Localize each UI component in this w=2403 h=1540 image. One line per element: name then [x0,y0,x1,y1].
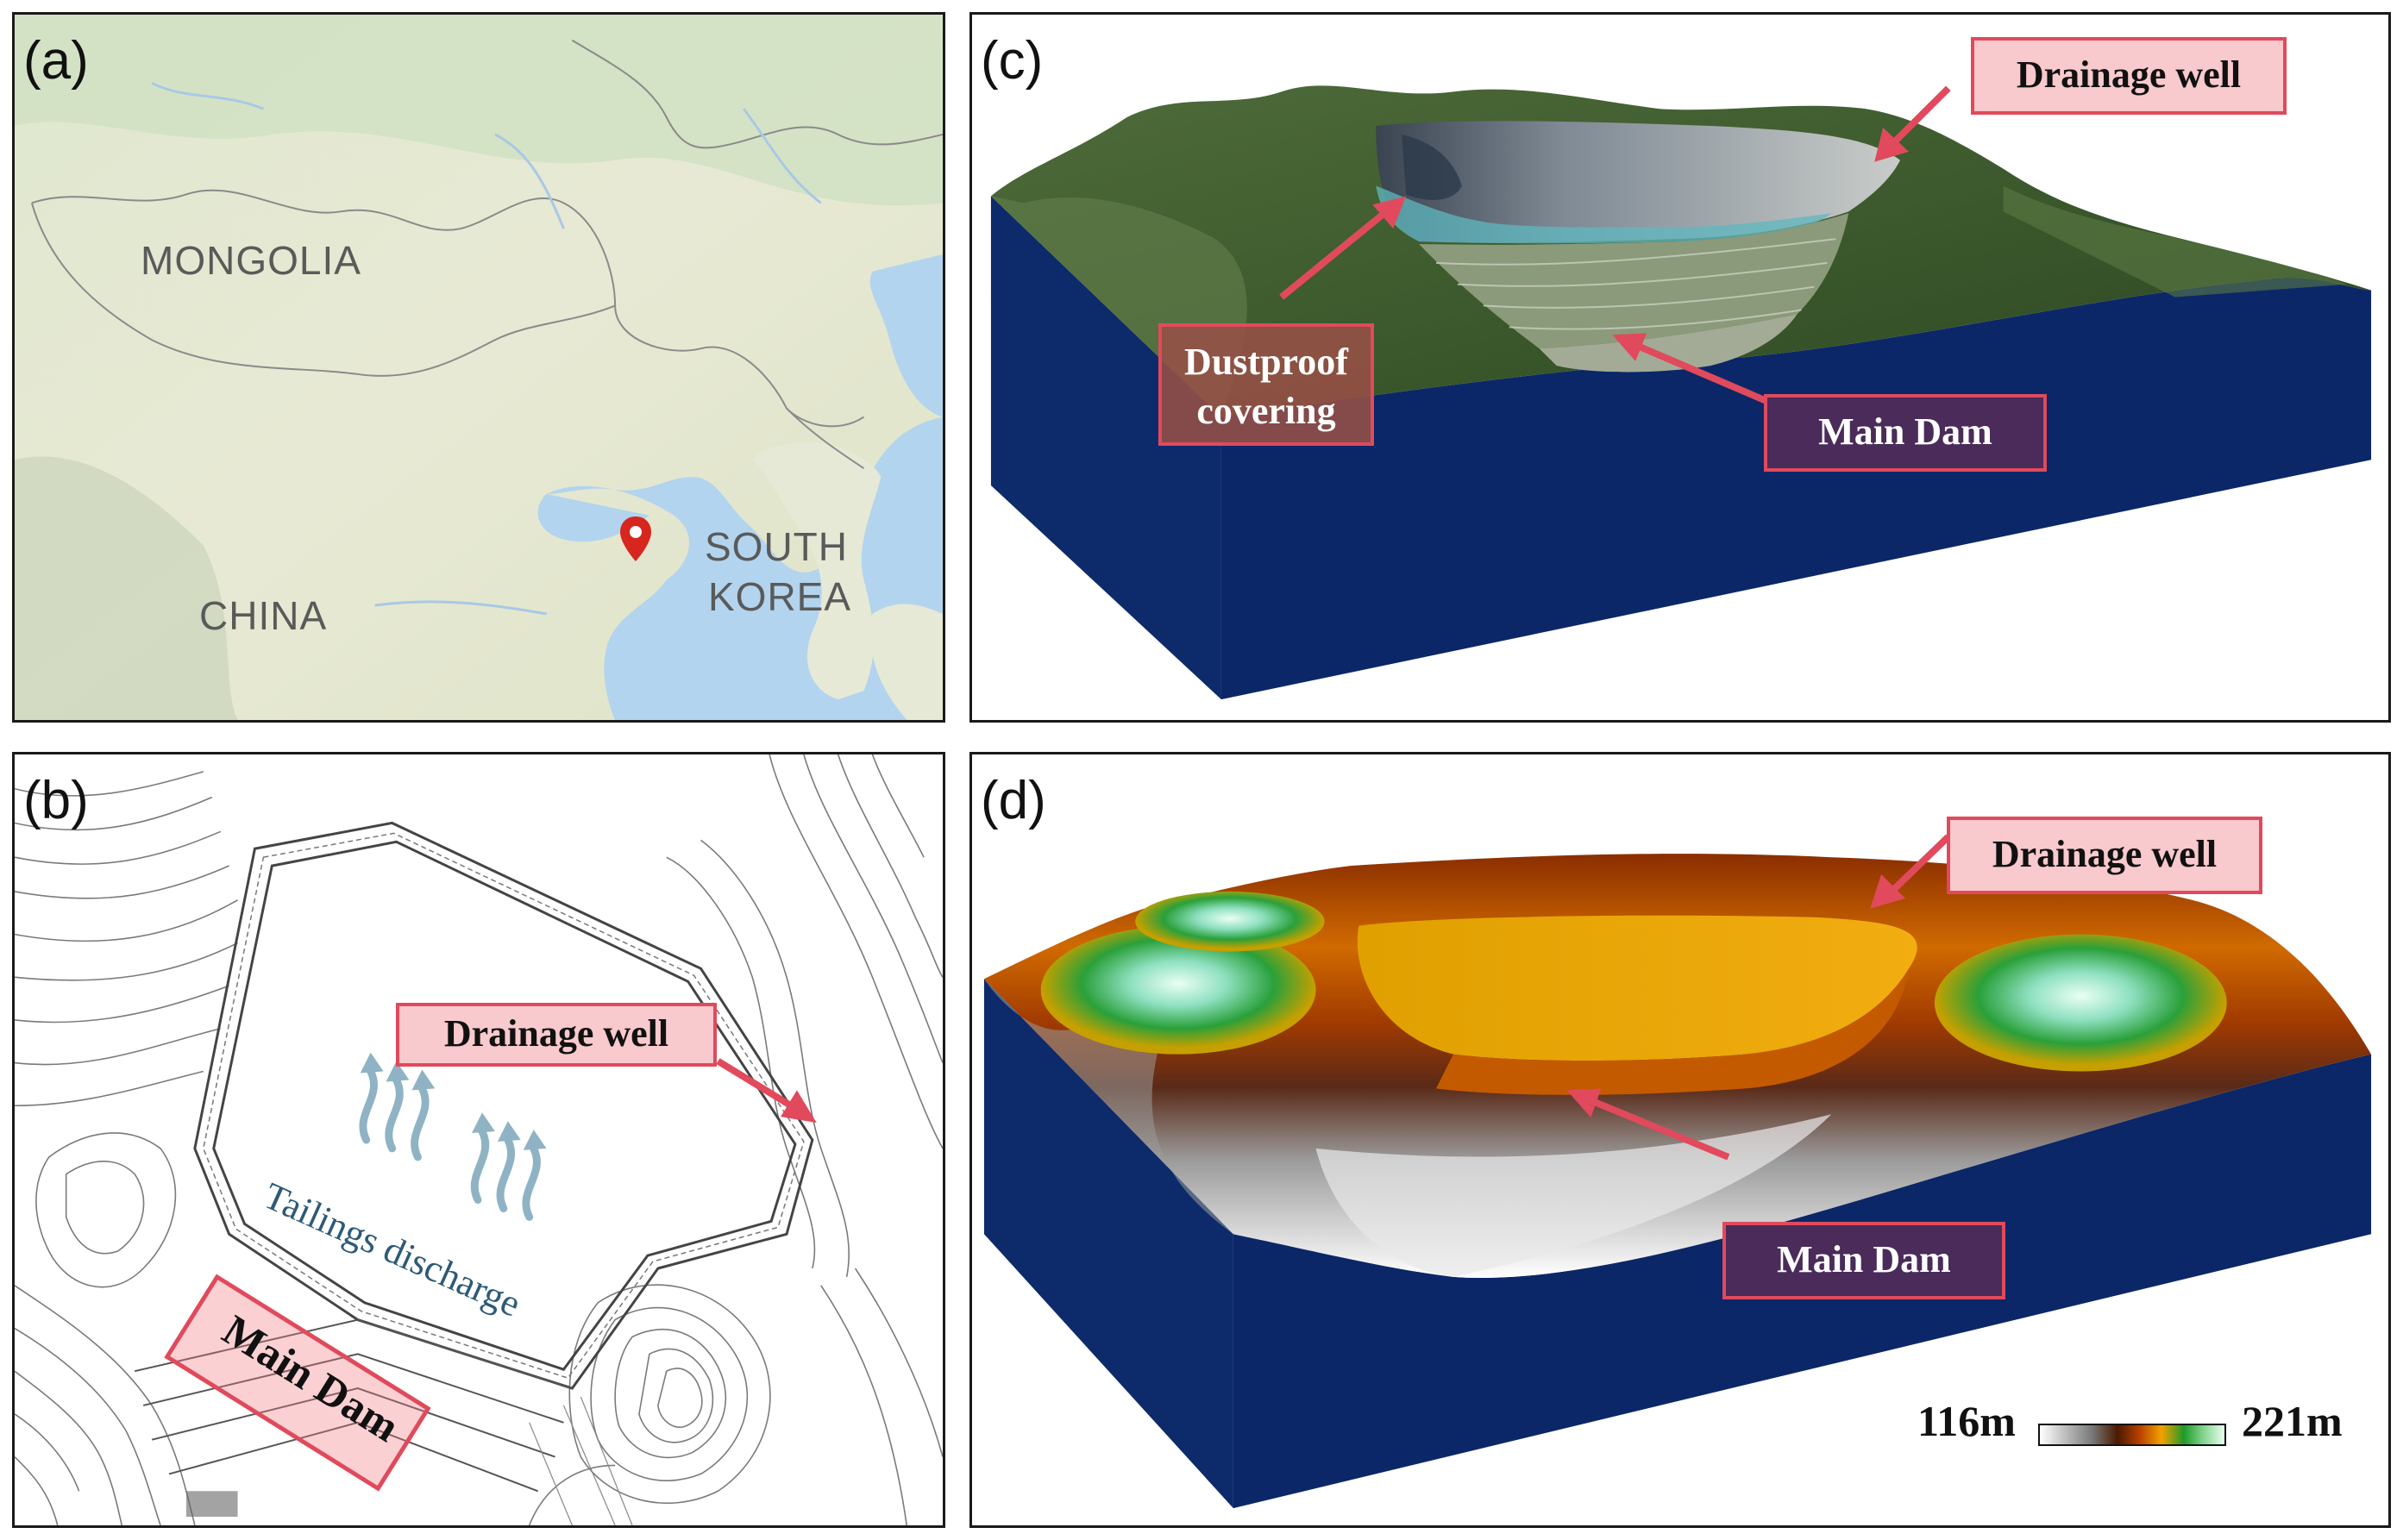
contour-plan [15,754,943,1525]
label-mongolia: MONGOLIA [141,238,361,283]
elevation-scale-max: 221m [2242,1397,2343,1445]
block-side-left [990,196,1221,700]
dam-face [1419,213,1849,349]
panel-b-plan-drawing: (b) Drainage well Tailings discharge Mai… [12,752,945,1528]
panel-d-label: (d) [981,771,1046,830]
panel-a-location-map: (a) MONGOLIA CHINA SOUTH KOREA [12,12,945,723]
border-lines [31,189,865,428]
terrain-block-elevation [983,834,2372,1509]
block-side-left-d [983,979,1233,1509]
main-dam-highlight-box [164,1274,431,1492]
dustproof-line-1: Dustproof [1184,341,1348,383]
dustproof-line-2: covering [1196,390,1336,433]
callout-main-dam-c: Main Dam [1764,394,2047,472]
tailings-pond [1376,121,1901,243]
panel-d-3d-dem: (d) Drainage well Main Dam 116m 221m [969,752,2391,1528]
callout-drainage-well-d: Drainage well [1947,817,2262,894]
label-south-korea-2: KOREA [708,574,852,619]
base-map [15,15,943,720]
hill-left-d [1040,925,1316,1055]
elevation-scale-min: 116m [1917,1397,2016,1445]
elevation-colorbar [2038,1424,2226,1446]
dustproof-covering-area [1376,185,1832,244]
label-china: CHINA [199,593,328,638]
callout-drainage-well-c: Drainage well [1971,37,2287,115]
callout-main-dam-d: Main Dam [1722,1222,2005,1299]
panel-c-3d-orthophoto: (c) Drainage well Dustproof covering Mai… [969,12,2391,723]
block-side-front [1220,277,2372,700]
panel-c-label: (c) [981,31,1044,91]
panel-a-label: (a) [23,31,89,91]
hill-right-d [1934,934,2227,1072]
panel-b-label: (b) [23,771,89,830]
label-south-korea-1: SOUTH [705,524,848,569]
callout-drainage-well-b: Drainage well [396,1003,717,1067]
map-pin-icon [620,516,651,561]
tailings-pond-d [1357,915,1917,1061]
callout-dustproof-covering: Dustproof covering [1158,323,1374,446]
